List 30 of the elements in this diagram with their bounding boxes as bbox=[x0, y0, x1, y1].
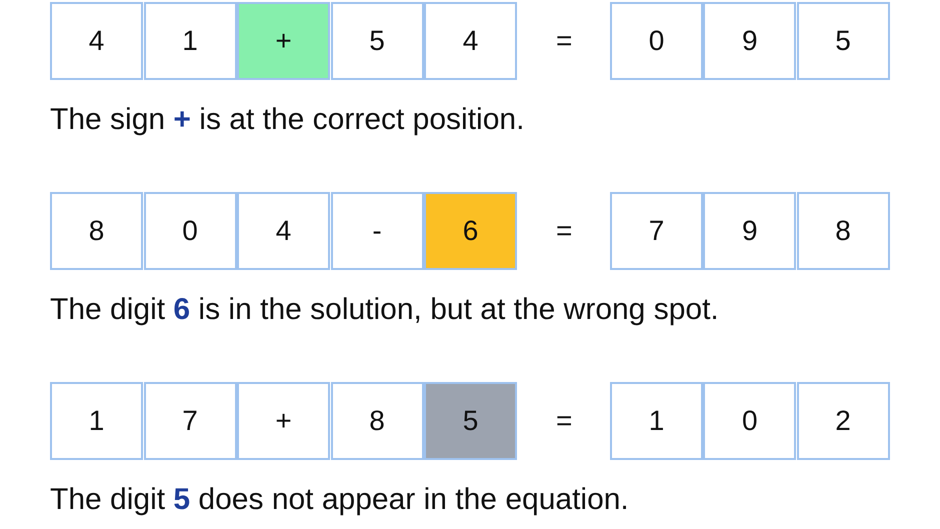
equation-tile: 8 bbox=[50, 192, 143, 270]
hint-sentence: The sign + is at the correct position. bbox=[50, 102, 524, 138]
equals-sign: = bbox=[556, 27, 572, 55]
equals-sign: = bbox=[556, 407, 572, 435]
hint-sentence: The digit 5 does not appear in the equation. bbox=[50, 482, 629, 518]
equation-tile: - bbox=[330, 192, 424, 270]
equation-tile: 5 bbox=[796, 2, 890, 80]
equation-tile: 9 bbox=[703, 192, 796, 270]
equation-tile: + bbox=[237, 2, 330, 80]
equation-tile: 0 bbox=[703, 382, 796, 460]
equation-tile: 1 bbox=[144, 2, 236, 80]
equation-tile: 4 bbox=[237, 192, 330, 270]
equation-tile: 4 bbox=[50, 2, 143, 80]
equation-tile: 7 bbox=[144, 382, 236, 460]
equation-tile: 1 bbox=[50, 382, 143, 460]
hint-sentence: The digit 6 is in the solution, but at the wrong spot. bbox=[50, 292, 719, 328]
equation-tile: 0 bbox=[144, 192, 236, 270]
equation-tile: + bbox=[237, 382, 330, 460]
equation-tile: 0 bbox=[610, 2, 703, 80]
equation-tile: 4 bbox=[424, 2, 517, 80]
equation-tile: 6 bbox=[424, 192, 517, 270]
equals-sign: = bbox=[556, 217, 572, 245]
equation-tile: 2 bbox=[796, 382, 890, 460]
equation-tile: 8 bbox=[330, 382, 424, 460]
equation-tile: 7 bbox=[610, 192, 703, 270]
equation-tile: 1 bbox=[610, 382, 703, 460]
equation-tile: 5 bbox=[330, 2, 424, 80]
equation-tile: 9 bbox=[703, 2, 796, 80]
equation-tile: 8 bbox=[796, 192, 890, 270]
equation-tile: 5 bbox=[424, 382, 517, 460]
